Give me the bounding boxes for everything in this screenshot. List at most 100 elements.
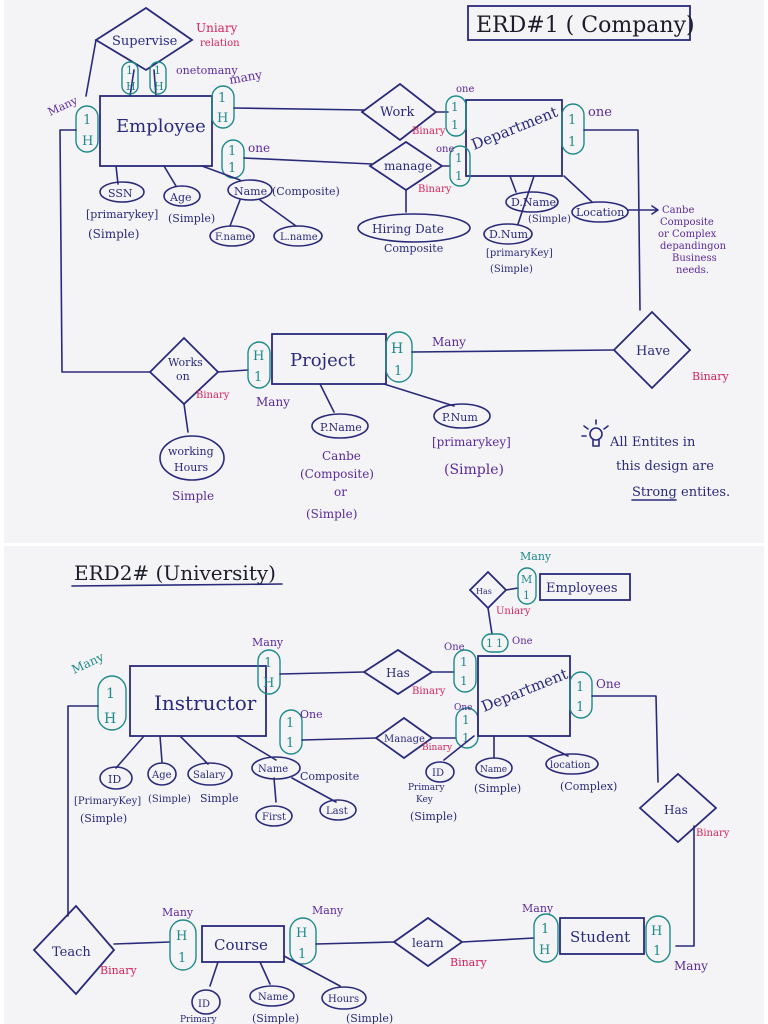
fname-attr xyxy=(209,225,255,247)
employees-many-label: Many xyxy=(520,550,552,563)
first-attr xyxy=(255,805,293,827)
card-one: 1 xyxy=(228,144,236,159)
unary-relation-label: relation xyxy=(200,38,240,49)
location-note-5: Business xyxy=(672,253,717,264)
instructor-many-left-label: Many xyxy=(69,650,106,677)
dnum-label: D.Num xyxy=(489,228,529,241)
location-note-4: depandingon xyxy=(660,241,727,252)
manage-binary-label: Binary xyxy=(422,743,453,753)
employees-card xyxy=(517,567,537,605)
pname-note-1: Canbe xyxy=(322,449,361,463)
age-attr xyxy=(147,762,177,786)
has-student-label: Has xyxy=(664,803,688,817)
instructor-card-left xyxy=(97,675,127,731)
course-many-left-label: Many xyxy=(162,906,194,919)
have-label: Have xyxy=(636,344,670,359)
instructor-has-line xyxy=(279,671,365,675)
manage-lines xyxy=(405,165,451,213)
location-note-1: Canbe xyxy=(662,205,694,216)
card-one: 1 xyxy=(126,64,133,77)
dept-location-note: (Complex) xyxy=(560,780,617,793)
course-attr-lines xyxy=(209,955,341,987)
age-label: Age xyxy=(169,191,192,204)
course-card-left xyxy=(169,919,197,971)
employee-attr-lines xyxy=(115,165,297,227)
dept-id-note-2: Key xyxy=(416,795,434,805)
location-note-6: needs. xyxy=(676,265,709,276)
name-label: Name xyxy=(258,764,288,775)
age-note: (Simple) xyxy=(168,212,215,225)
card-one: 1 xyxy=(576,680,584,695)
lightbulb-icon xyxy=(581,419,609,447)
dept-name-note: (Simple) xyxy=(474,782,521,795)
age-attr xyxy=(163,185,201,207)
note-line-3: Strong entites. xyxy=(632,485,730,500)
dept-location-label: location xyxy=(550,760,591,771)
dnum-note-1: [primaryKey] xyxy=(486,248,553,259)
ssn-note-2: (Simple) xyxy=(88,227,139,241)
salary-note: Simple xyxy=(200,792,239,805)
card-one: 1 xyxy=(106,686,115,702)
course-card-right xyxy=(289,917,317,965)
pnum-note-2: (Simple) xyxy=(444,462,504,478)
erd1-diagram: ERD#1 ( Company) Supervise Uniary relati… xyxy=(46,5,730,521)
manage-binary-label: Binary xyxy=(418,184,452,195)
project-many-left-label: Many xyxy=(256,395,290,409)
project-many-right-label: Many xyxy=(432,335,466,349)
course-entity xyxy=(201,925,285,963)
work-label: Work xyxy=(380,105,415,120)
instructor-entity xyxy=(129,665,267,737)
course-name-note: (Simple) xyxy=(252,1012,299,1024)
works-on-label-2: on xyxy=(176,370,190,383)
dept-location-attr xyxy=(545,753,599,775)
department-attr-lines xyxy=(509,175,593,225)
student-card-right xyxy=(645,915,671,963)
department-manage-one-label: one xyxy=(436,144,454,155)
card-one: 1 xyxy=(462,713,470,727)
project-have-line xyxy=(411,349,615,353)
name-label: Name xyxy=(234,185,267,198)
department-card-has xyxy=(453,649,477,693)
card-many: H xyxy=(217,111,228,126)
name-note: Composite xyxy=(300,770,359,783)
employee-entity xyxy=(99,95,213,167)
unary-card xyxy=(481,633,509,653)
dept-id-note-1: Primary xyxy=(408,783,445,793)
ssn-label: SSN xyxy=(108,187,133,200)
course-name-attr xyxy=(249,985,295,1007)
erd1-title-box xyxy=(467,5,691,41)
pnum-attr xyxy=(433,403,491,429)
last-label: Last xyxy=(326,806,348,817)
instructor-teach-line xyxy=(67,705,99,917)
teach-label: Teach xyxy=(52,945,91,960)
card-one: 1 xyxy=(460,674,468,688)
employee-work-many-label: many xyxy=(228,67,263,87)
works-on-binary-label: Binary xyxy=(196,390,230,401)
dept-id-label: ID xyxy=(432,768,444,779)
dname-label: D.Name xyxy=(511,196,556,209)
student-label: Student xyxy=(570,928,630,946)
ssn-attr xyxy=(99,181,145,203)
card-many: H xyxy=(253,349,264,364)
department-card-have xyxy=(561,103,585,155)
has-student-line xyxy=(675,825,695,947)
employee-workson-line xyxy=(59,129,151,373)
unary-one-left-label: One xyxy=(444,642,465,653)
student-entity xyxy=(559,917,645,955)
has-employees-label: Has xyxy=(476,587,492,596)
erd1-panel: ERD#1 ( Company) Supervise Uniary relati… xyxy=(4,0,764,543)
card-many: H xyxy=(651,924,662,939)
card-many: H xyxy=(176,929,187,944)
hours-note: (Simple) xyxy=(346,1012,393,1024)
employee-card-left xyxy=(75,105,99,153)
instructor-manage-one-label: One xyxy=(300,708,323,721)
has-label: Has xyxy=(386,666,410,680)
card-many: H xyxy=(391,341,403,357)
hours-attr xyxy=(321,986,367,1010)
card-one: 1 xyxy=(154,64,161,77)
supervise-card-b xyxy=(149,61,167,95)
id-attr xyxy=(99,766,133,790)
student-many-left-label: Many xyxy=(522,902,554,915)
department-card-manage xyxy=(449,145,471,187)
pname-note-3: or xyxy=(334,485,347,499)
